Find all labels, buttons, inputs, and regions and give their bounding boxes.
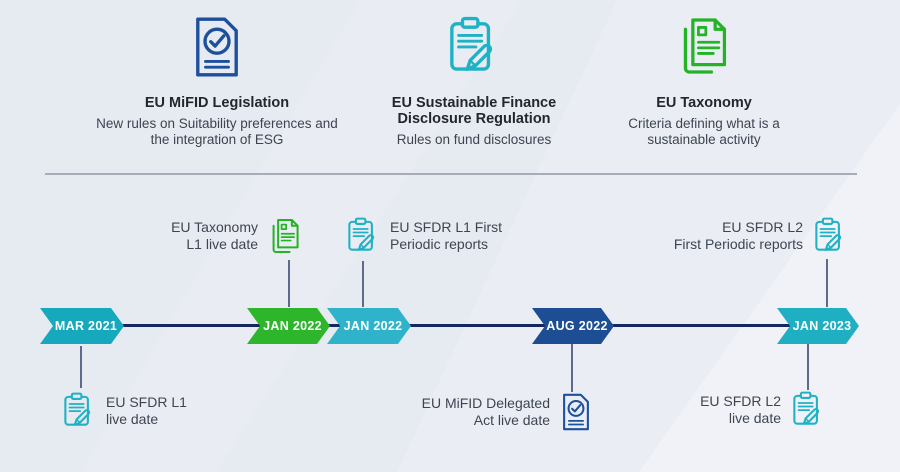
milestone-badge-mar-2021: MAR 2021 xyxy=(40,308,124,344)
event-sfdr-l1-live: EU SFDR L1 live date xyxy=(63,392,187,429)
milestone-date: JAN 2022 xyxy=(263,319,322,333)
clipboard-pencil-icon xyxy=(792,391,824,428)
section-title: EU Sustainable Finance Disclosure Regula… xyxy=(391,95,557,128)
event-sfdr-l2-live: EU SFDR L2 live date xyxy=(700,391,824,428)
connector-line xyxy=(826,259,828,307)
milestone-badge-jan-2022-taxonomy: JAN 2022 xyxy=(247,308,330,344)
milestone-badge-jan-2022-sfdr: JAN 2022 xyxy=(327,308,411,344)
event-sfdr-l1-periodic-reports: EU SFDR L1 First Periodic reports xyxy=(347,217,502,254)
document-check-icon xyxy=(193,16,241,80)
clipboard-pencil-icon xyxy=(448,16,500,80)
event-label: EU SFDR L1 First Periodic reports xyxy=(390,218,503,252)
event-mifid-delegated-act-live: EU MiFID Delegated Act live date xyxy=(422,393,591,431)
milestone-badge-aug-2022: AUG 2022 xyxy=(532,308,614,344)
section-title: EU Taxonomy xyxy=(656,95,752,111)
stacked-documents-icon xyxy=(269,217,301,255)
stacked-documents-icon xyxy=(678,16,730,80)
section-divider xyxy=(45,173,857,175)
section-description: Criteria defining what is a sustainable … xyxy=(628,116,780,148)
milestone-date: JAN 2023 xyxy=(792,319,852,333)
section-description: Rules on fund disclosures xyxy=(396,132,552,148)
connector-line xyxy=(362,261,364,307)
document-check-icon xyxy=(561,393,591,431)
event-label: EU MiFID Delegated Act live date xyxy=(421,395,550,428)
header-block-mifid: EU MiFID Legislation New rules on Suitab… xyxy=(96,16,338,148)
milestone-date: MAR 2021 xyxy=(54,319,118,333)
connector-line xyxy=(571,344,573,392)
milestone-date: AUG 2022 xyxy=(546,319,608,333)
event-label: EU SFDR L2 First Periodic reports xyxy=(673,218,803,252)
connector-line xyxy=(807,344,809,390)
header-block-sfdr: EU Sustainable Finance Disclosure Regula… xyxy=(360,16,588,148)
milestone-badge-jan-2023: JAN 2023 xyxy=(777,308,859,344)
milestone-date: JAN 2022 xyxy=(343,319,403,333)
event-label: EU SFDR L1 live date xyxy=(106,393,187,427)
section-title: EU MiFID Legislation xyxy=(144,95,290,111)
header-block-taxonomy: EU Taxonomy Criteria defining what is a … xyxy=(604,16,804,148)
timeline-axis xyxy=(81,324,821,327)
event-label: EU SFDR L2 live date xyxy=(700,392,781,426)
clipboard-pencil-icon xyxy=(63,392,95,429)
clipboard-pencil-icon xyxy=(347,217,379,254)
clipboard-pencil-icon xyxy=(814,217,846,254)
event-label: EU Taxonomy L1 live date xyxy=(171,219,258,252)
section-description: New rules on Suitability preferences and… xyxy=(96,116,338,148)
connector-line xyxy=(80,346,82,388)
event-sfdr-l2-periodic-reports: EU SFDR L2 First Periodic reports xyxy=(674,217,846,254)
event-taxonomy-l1-live: EU Taxonomy L1 live date xyxy=(171,217,301,255)
connector-line xyxy=(288,260,290,307)
